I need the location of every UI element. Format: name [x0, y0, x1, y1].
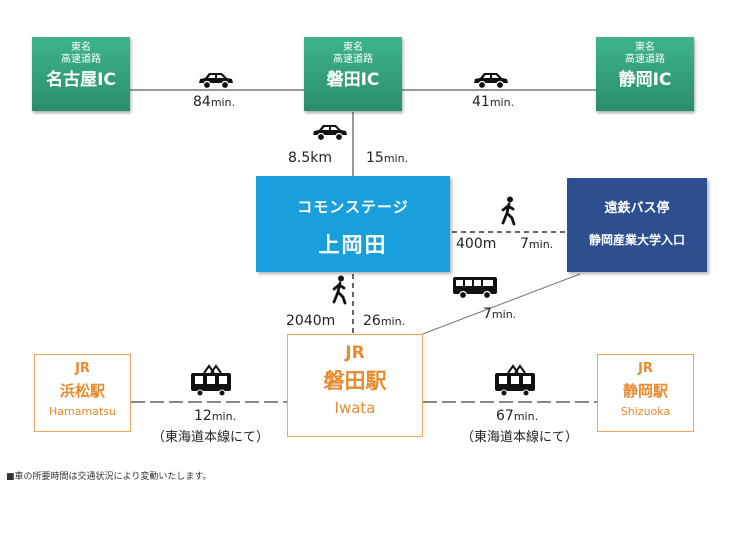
car-icon — [474, 73, 508, 90]
station-line-label: JR — [75, 361, 90, 376]
route-unit: min. — [380, 315, 406, 328]
property-area: 上岡田 — [318, 233, 388, 257]
bus-ride-time: 7min. — [483, 306, 516, 322]
hamamatsu-train-line: （東海道本線にて） — [152, 430, 270, 445]
shizuoka-train-line: （東海道本線にて） — [461, 430, 579, 445]
property-box: コモンステージ 上岡田 — [256, 176, 450, 272]
ic-name: 名古屋IC — [46, 70, 116, 90]
bus-stop-box: 遠鉄バス停 静岡産業大学入口 — [567, 178, 707, 272]
bus-stop-name: 静岡産業大学入口 — [588, 233, 685, 247]
bus-walk-distance: 400m — [456, 236, 497, 252]
car-icon — [313, 125, 347, 142]
hamamatsu-train-time: 12min. — [194, 408, 236, 424]
bus-route — [419, 273, 581, 336]
shizuoka-train-time: 67min. — [496, 408, 538, 424]
route-value: 84 — [193, 94, 211, 110]
station-name: 浜松駅 — [59, 382, 105, 400]
ic-name: 静岡IC — [618, 70, 672, 90]
route-unit: min. — [491, 308, 517, 321]
ic-drive-time: 15min. — [366, 150, 408, 166]
ic-sub-label: 高速道路 — [333, 54, 373, 65]
ic-sub-label: 東名 — [635, 42, 655, 53]
train-icon — [495, 364, 535, 397]
bus-stop-operator: 遠鉄バス停 — [604, 201, 670, 216]
ic-sub-label: 東名 — [71, 42, 91, 53]
station-roman: Hamamatsu — [49, 405, 116, 418]
bus-walk-time: 7min. — [520, 236, 553, 252]
nagoya-car-time: 84min. — [193, 94, 235, 110]
shizuoka-ic-box: 東名 高速道路 静岡IC — [596, 37, 694, 111]
shizuoka-car-time: 41min. — [472, 94, 514, 110]
ic-sub-label: 東名 — [343, 42, 363, 53]
station-roman: Shizuoka — [620, 405, 671, 418]
walk-icon — [332, 275, 347, 305]
nagoya-ic-box: 東名 高速道路 名古屋IC — [32, 37, 130, 111]
hamamatsu-station-box: JR 浜松駅 Hamamatsu — [34, 354, 131, 432]
station-walk-time: 26min. — [363, 313, 405, 329]
route-value: 15 — [366, 150, 384, 166]
route-value: 7 — [520, 236, 529, 252]
station-roman: Iwata — [334, 399, 376, 417]
footnote: ■車の所要時間は交通状況により変動いたします。 — [6, 472, 212, 482]
station-walk-distance: 2040m — [286, 313, 336, 329]
route-unit: min. — [489, 96, 515, 109]
route-value: 7 — [483, 306, 492, 322]
route-value: 41 — [472, 94, 490, 110]
route-unit: min. — [528, 238, 554, 251]
shizuoka-station-box: JR 静岡駅 Shizuoka — [597, 354, 694, 432]
ic-sub-label: 高速道路 — [61, 54, 101, 65]
ic-name: 磐田IC — [326, 70, 380, 90]
route-unit: min. — [211, 410, 237, 423]
bus-icon — [453, 277, 497, 300]
route-unit: min. — [210, 96, 236, 109]
route-value: 12 — [194, 408, 212, 424]
ic-distance: 8.5km — [288, 150, 333, 166]
route-unit: min. — [513, 410, 539, 423]
route-value: 26 — [363, 313, 381, 329]
walk-icon — [501, 196, 516, 226]
station-line-label: JR — [638, 361, 653, 376]
iwata-station-box: JR 磐田駅 Iwata — [287, 334, 423, 437]
train-icon — [191, 364, 231, 397]
property-name: コモンステージ — [297, 198, 409, 216]
station-name: 静岡駅 — [622, 382, 668, 400]
station-name: 磐田駅 — [323, 369, 387, 393]
car-icon — [199, 73, 233, 90]
iwata-ic-box: 東名 高速道路 磐田IC — [304, 37, 402, 111]
ic-sub-label: 高速道路 — [625, 54, 665, 65]
station-line-label: JR — [345, 343, 365, 363]
route-value: 67 — [496, 408, 514, 424]
route-unit: min. — [383, 152, 409, 165]
